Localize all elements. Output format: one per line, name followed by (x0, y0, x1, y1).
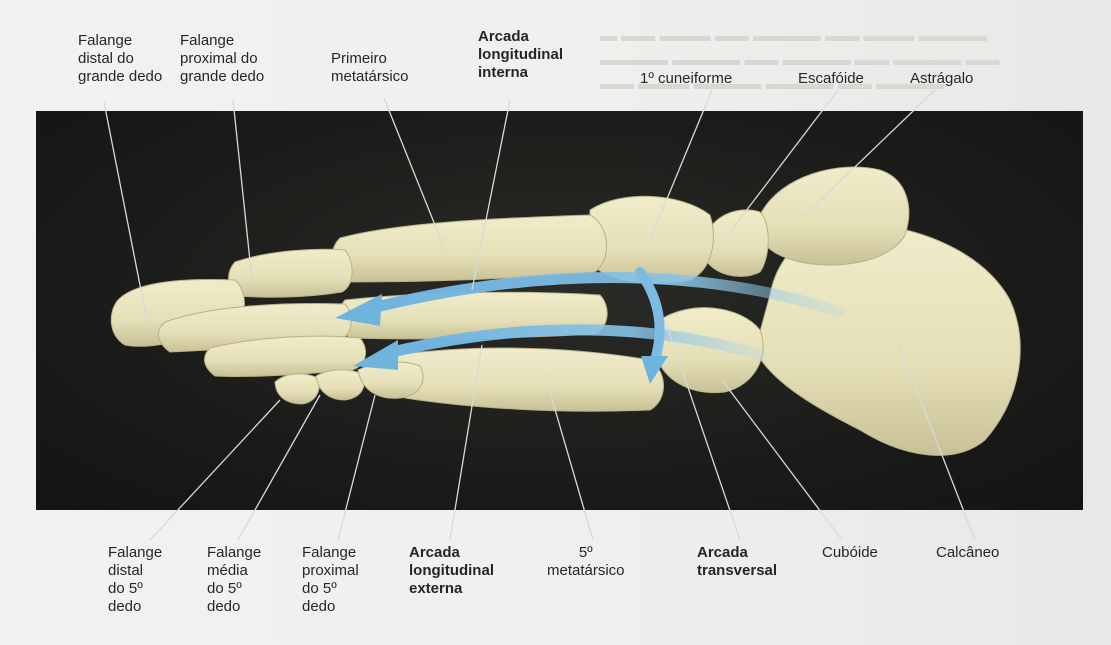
fifth-metatarsal-bone (389, 348, 663, 411)
foot-bones (111, 167, 1020, 455)
transverse-arch-arrow (640, 272, 660, 360)
label-arcada-transversal: Arcada transversal (697, 544, 777, 580)
leader-falange-distal-5 (150, 400, 280, 540)
label-falange-distal-5-dedo: Falange distal do 5º dedo (108, 544, 162, 616)
first-metatarsal-bone (332, 215, 606, 282)
fifth-toe-middle-phalanx (316, 370, 364, 400)
label-astragalo: Astrágalo (910, 70, 973, 88)
label-falange-proximal-5-dedo: Falange proximal do 5º dedo (302, 544, 359, 616)
label-escafoide: Escafóide (798, 70, 864, 88)
leader-falange-proximal-5 (338, 395, 375, 540)
label-5-metatarsico: 5º metatársico (547, 544, 625, 580)
leader-falange-media-5 (238, 395, 320, 540)
label-primeiro-metatarsico: Primeiro metatársico (331, 50, 409, 86)
leader-falange-distal-grande (104, 102, 148, 326)
leader-falange-proximal-grande (233, 100, 252, 280)
label-falange-distal-grande-dedo: Falange distal do grande dedo (78, 32, 162, 86)
label-cuboide: Cubóide (822, 544, 878, 562)
label-falange-media-5-dedo: Falange média do 5º dedo (207, 544, 261, 616)
label-arcada-longitudinal-interna: Arcada longitudinal interna (478, 28, 563, 82)
fifth-toe-distal-phalanx (275, 374, 319, 404)
label-arcada-longitudinal-externa: Arcada longitudinal externa (409, 544, 494, 598)
label-1-cuneiforme: 1º cuneiforme (640, 70, 732, 88)
hallux-proximal-phalanx (229, 249, 353, 297)
navicular-bone (705, 210, 768, 277)
label-falange-proximal-grande-dedo: Falange proximal do grande dedo (180, 32, 264, 86)
cuneiform-bone (590, 196, 713, 283)
talus-bone (758, 167, 909, 265)
label-calcaneo: Calcâneo (936, 544, 999, 562)
